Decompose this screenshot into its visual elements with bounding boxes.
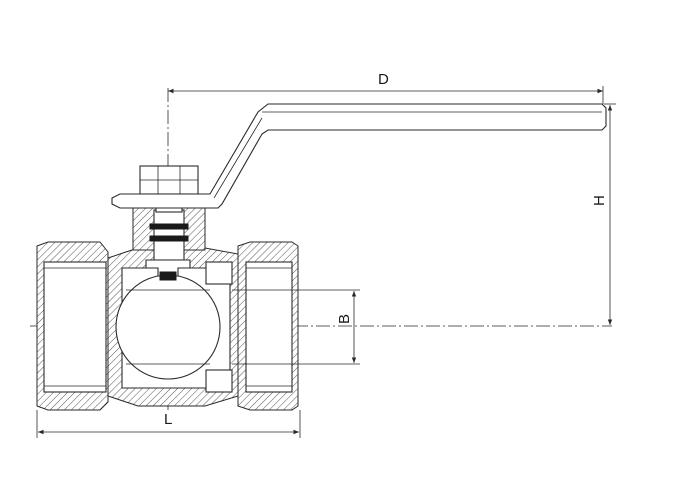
- ball: [115, 274, 221, 380]
- label-h: H: [591, 195, 608, 206]
- label-b: B: [336, 314, 353, 324]
- stem-nut: [139, 165, 199, 195]
- stem-assembly: [145, 199, 191, 281]
- dimension-l: L: [36, 410, 301, 438]
- label-d: D: [378, 71, 389, 88]
- label-l: L: [164, 411, 172, 428]
- handle-lever: [111, 103, 607, 209]
- dimension-b: B: [232, 289, 360, 365]
- dimension-d: D: [168, 71, 604, 104]
- dimension-h: H: [591, 103, 616, 325]
